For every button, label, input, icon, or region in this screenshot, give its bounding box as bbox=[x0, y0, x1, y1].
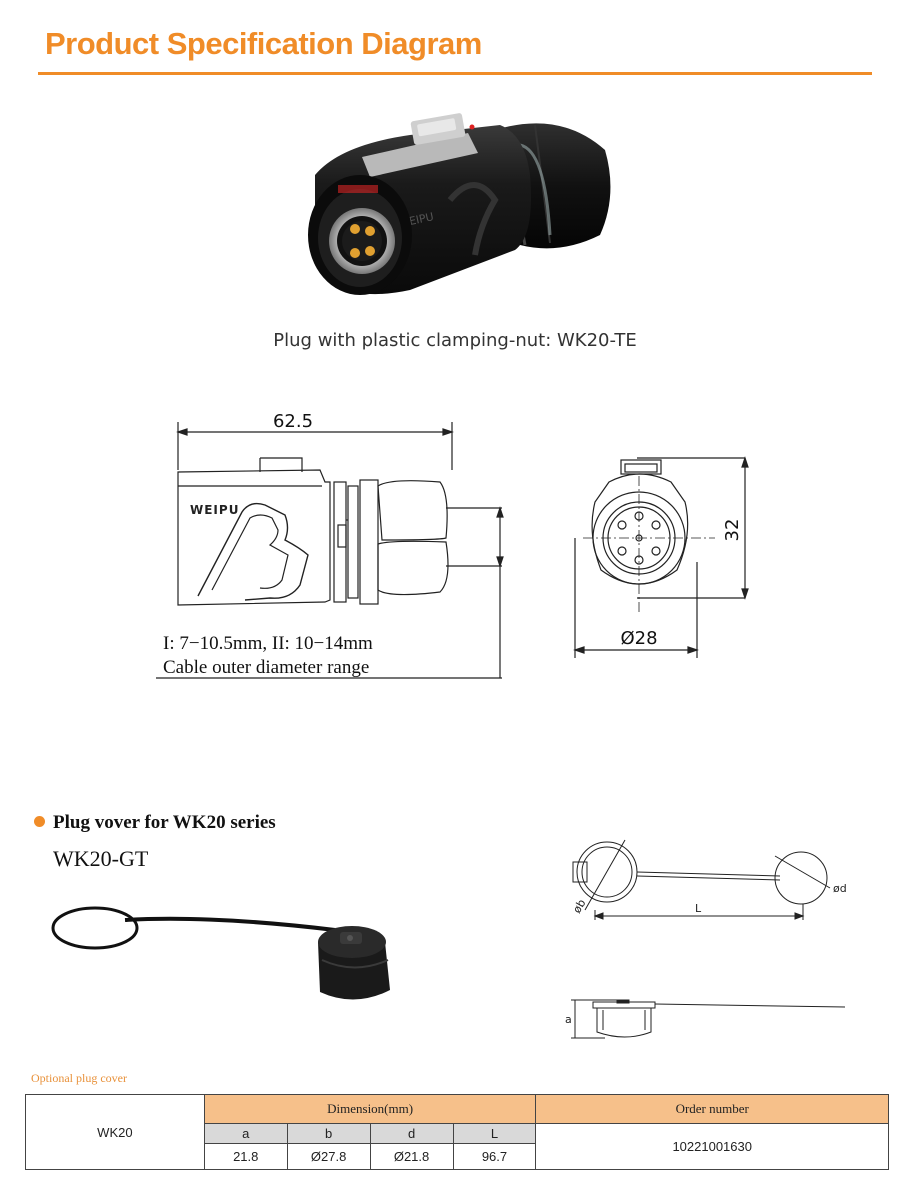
col-header-b: b bbox=[286, 1123, 371, 1144]
section-bullet bbox=[34, 816, 45, 827]
drawing-brand-label: WEIPU bbox=[190, 503, 239, 517]
col-header-d: d bbox=[369, 1123, 454, 1144]
plug-cover-photo bbox=[51, 906, 390, 1000]
order-number-cell: 10221001630 bbox=[535, 1123, 889, 1170]
value-d: Ø21.8 bbox=[369, 1143, 454, 1170]
photo-caption: Plug with plastic clamping-nut: WK20-TE bbox=[273, 330, 637, 351]
length-dimension: 62.5 bbox=[273, 411, 313, 432]
height-dimension: 32 bbox=[722, 519, 743, 542]
cover-spec-table: WK20 Dimension(mm) Order number a b d L … bbox=[25, 1094, 889, 1170]
cover-b-label: øb bbox=[570, 897, 588, 915]
cover-side-drawing: a bbox=[565, 999, 846, 1039]
diameter-dimension: Ø28 bbox=[620, 628, 657, 649]
cover-d-label: ød bbox=[833, 882, 847, 895]
value-b: Ø27.8 bbox=[286, 1143, 371, 1170]
front-view-drawing: 32 Ø28 bbox=[573, 456, 749, 658]
order-number-header: Order number bbox=[535, 1094, 889, 1124]
value-a: 21.8 bbox=[203, 1143, 288, 1170]
model-cell: WK20 bbox=[25, 1094, 205, 1170]
cable-range-caption: Cable outer diameter range bbox=[163, 657, 370, 678]
value-l: 96.7 bbox=[452, 1143, 537, 1170]
cover-top-drawing: øb L ød bbox=[570, 839, 847, 920]
col-header-l: L bbox=[452, 1123, 537, 1144]
plug-product-photo: WEIPU bbox=[308, 113, 611, 295]
col-header-a: a bbox=[203, 1123, 288, 1144]
cable-diameter-note: I: 7−10.5mm, II: 10−14mm Cable outer dia… bbox=[163, 632, 373, 680]
cable-range-text: I: 7−10.5mm, II: 10−14mm bbox=[163, 633, 373, 654]
page-title: Product Specification Diagram bbox=[45, 26, 482, 61]
title-underline bbox=[38, 72, 872, 75]
side-view-drawing: WEIPU 62.5 bbox=[156, 411, 504, 679]
cover-section-title: Plug vover for WK20 series bbox=[53, 812, 276, 833]
table-caption: Optional plug cover bbox=[31, 1071, 127, 1085]
cover-l-label: L bbox=[695, 902, 702, 915]
cover-model-name: WK20-GT bbox=[53, 846, 149, 871]
cover-a-label: a bbox=[565, 1013, 572, 1026]
dimension-header: Dimension(mm) bbox=[203, 1094, 537, 1124]
